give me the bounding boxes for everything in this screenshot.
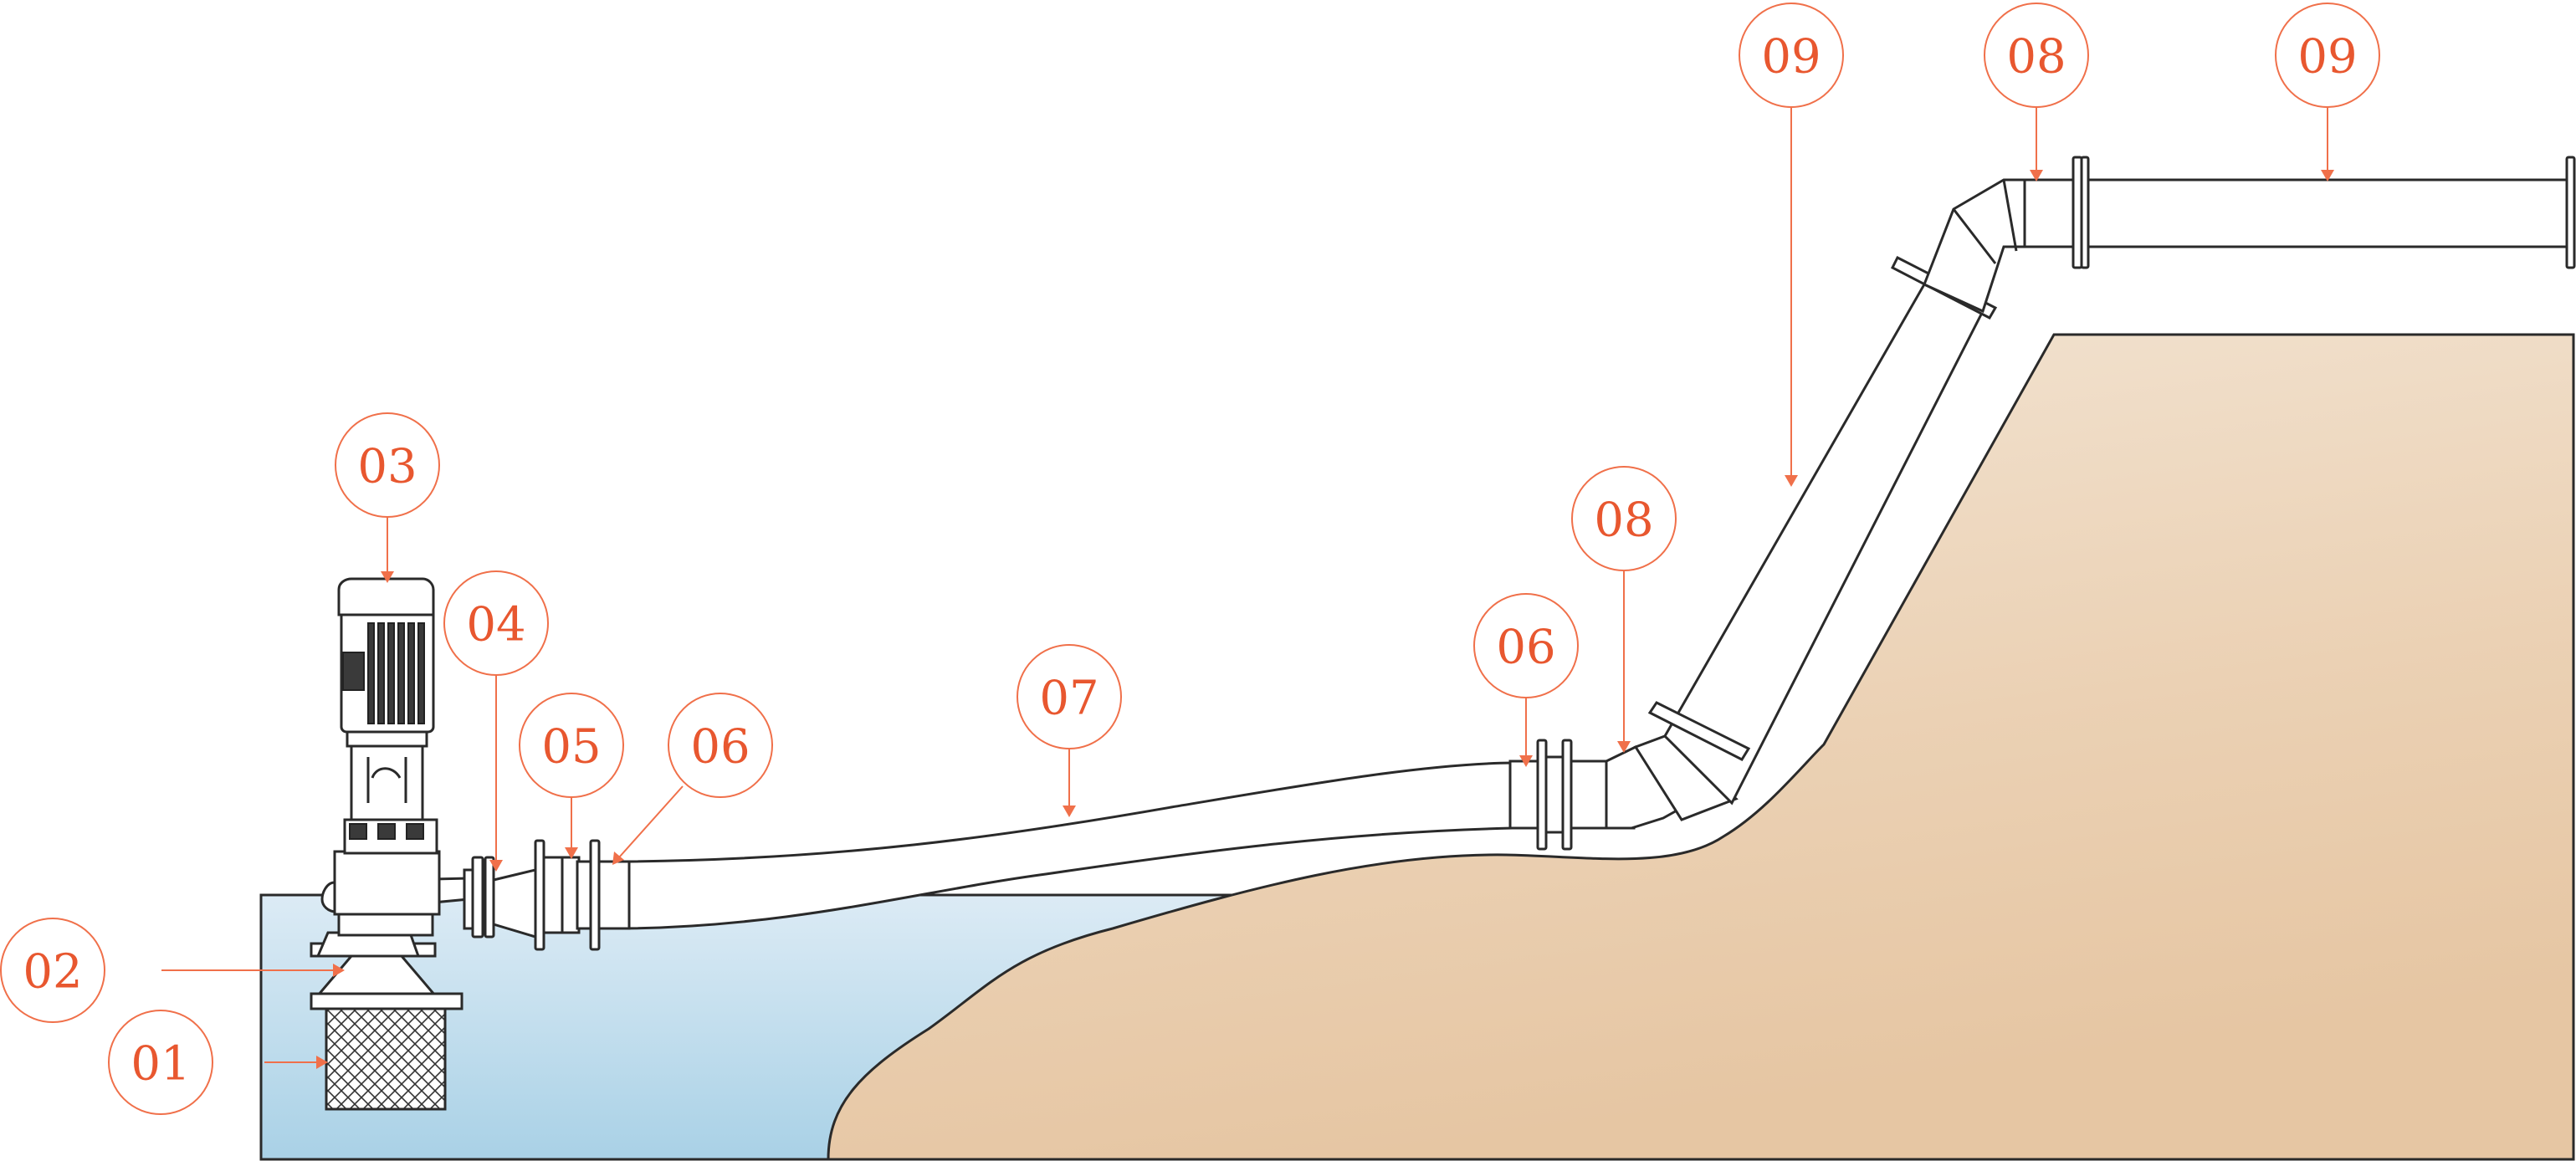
incline-flange-lower	[1647, 701, 1751, 761]
callout-06-right-label: 06	[1496, 621, 1555, 675]
vertical-pump	[310, 577, 441, 958]
mid-flange-assembly	[1508, 739, 1636, 851]
motor-cooling-fins	[367, 622, 425, 724]
callout-09-diagonal: 09	[1739, 3, 1844, 108]
callout-07-label: 07	[1039, 672, 1099, 726]
callout-01-label: 01	[131, 1037, 190, 1092]
callout-05-label: 05	[541, 720, 601, 775]
callout-04-label: 04	[466, 598, 525, 652]
callout-07: 07	[1017, 644, 1122, 749]
callout-09-top: 09	[2275, 3, 2380, 108]
callout-05: 05	[519, 693, 624, 798]
callout-02-label: 02	[23, 945, 82, 1000]
foot-valve-plate	[310, 992, 463, 1010]
callout-06-left-label: 06	[690, 720, 750, 775]
callout-06-right: 06	[1473, 593, 1579, 698]
top-horizontal-pipe	[2023, 156, 2576, 269]
callout-04: 04	[443, 570, 549, 676]
ground-embankment	[827, 333, 2575, 1161]
callout-08-lower-label: 08	[1594, 494, 1653, 548]
callout-08-upper: 08	[1984, 3, 2089, 108]
callout-06-left: 06	[668, 693, 773, 798]
leader-arrowheads	[316, 170, 2334, 1069]
callout-08-upper-label: 08	[2006, 30, 2066, 84]
callout-03: 03	[335, 412, 440, 518]
callout-09-top-label: 09	[2297, 30, 2357, 84]
callout-09-diagonal-label: 09	[1761, 30, 1821, 84]
callout-02: 02	[0, 918, 105, 1023]
callout-03-label: 03	[357, 440, 417, 494]
upper-elbow	[1923, 178, 2026, 314]
callout-08-lower: 08	[1571, 466, 1677, 571]
leader-lines	[161, 108, 2328, 1063]
callout-01: 01	[108, 1010, 213, 1115]
strainer-basket	[325, 1007, 447, 1111]
